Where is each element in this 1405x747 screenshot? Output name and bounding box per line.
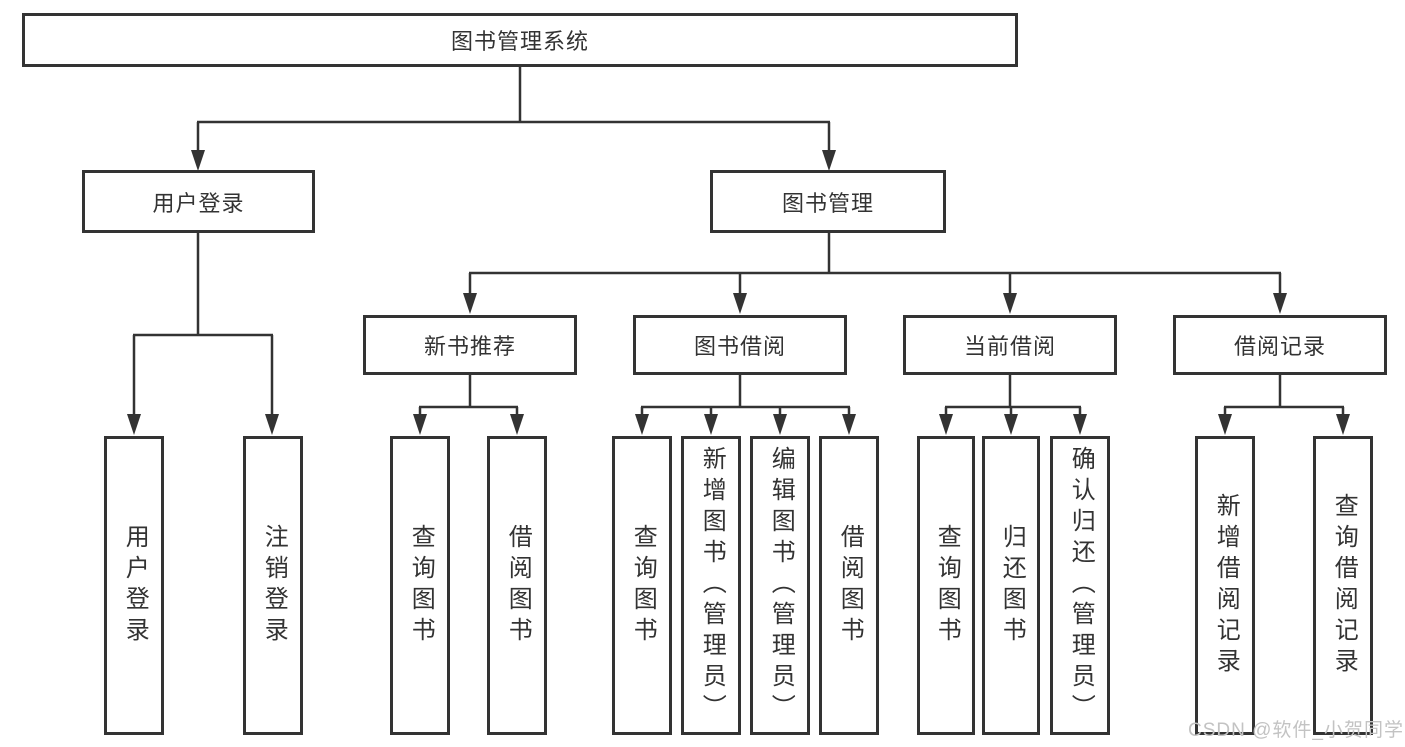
node-new-book-recommendation-label: 新书推荐 [423, 334, 516, 359]
leaf-borrow-books-recommend-label: 借阅图书 [504, 523, 532, 648]
node-new-book-recommendation: 新书推荐 [363, 315, 577, 375]
leaf-logout-label: 注销登录 [260, 523, 288, 648]
node-borrowing-records: 借阅记录 [1173, 315, 1387, 375]
node-current-borrowing: 当前借阅 [903, 315, 1117, 375]
leaf-confirm-return-admin: 确认归还（管理员） [1050, 436, 1110, 735]
leaf-edit-books-admin-label: 编辑图书（管理员） [767, 446, 795, 725]
node-book-borrowing: 图书借阅 [633, 315, 847, 375]
leaf-borrow-books-borrowing-label: 借阅图书 [836, 523, 864, 648]
arrowheads [127, 150, 1350, 435]
node-borrowing-records-label: 借阅记录 [1233, 334, 1326, 359]
node-book-management: 图书管理 [710, 170, 946, 233]
leaf-add-borrow-record-label: 新增借阅记录 [1212, 492, 1240, 679]
node-user-login: 用户登录 [82, 170, 315, 233]
csdn-watermark: CSDN @软件_小贺同学 [1188, 720, 1404, 741]
leaf-query-books-borrowing-label: 查询图书 [629, 523, 657, 648]
node-book-borrowing-label: 图书借阅 [693, 334, 786, 359]
leaf-query-borrow-record: 查询借阅记录 [1313, 436, 1373, 735]
leaf-borrow-books-recommend: 借阅图书 [487, 436, 547, 735]
leaf-return-books-label: 归还图书 [998, 523, 1026, 648]
leaf-add-borrow-record: 新增借阅记录 [1195, 436, 1255, 735]
leaf-user-login: 用户登录 [104, 436, 164, 735]
leaf-add-books-admin-label: 新增图书（管理员） [698, 446, 726, 725]
node-book-management-label: 图书管理 [781, 190, 874, 216]
leaf-borrow-books-borrowing: 借阅图书 [819, 436, 879, 735]
node-system-root-label: 图书管理系统 [450, 29, 589, 54]
leaf-logout: 注销登录 [243, 436, 303, 735]
leaf-edit-books-admin: 编辑图书（管理员） [750, 436, 810, 735]
node-system-root: 图书管理系统 [22, 13, 1018, 67]
leaf-user-login-label: 用户登录 [121, 523, 149, 648]
leaf-query-books-recommend-label: 查询图书 [407, 523, 435, 648]
leaf-query-books-recommend: 查询图书 [390, 436, 450, 735]
leaf-query-books-borrowing: 查询图书 [612, 436, 672, 735]
node-current-borrowing-label: 当前借阅 [963, 334, 1056, 359]
leaf-confirm-return-admin-label: 确认归还（管理员） [1067, 446, 1095, 725]
leaf-query-books-current: 查询图书 [917, 436, 975, 735]
leaf-query-books-current-label: 查询图书 [933, 523, 961, 648]
leaf-return-books: 归还图书 [982, 436, 1040, 735]
leaf-add-books-admin: 新增图书（管理员） [681, 436, 741, 735]
node-user-login-label: 用户登录 [152, 190, 245, 216]
leaf-query-borrow-record-label: 查询借阅记录 [1330, 492, 1358, 679]
